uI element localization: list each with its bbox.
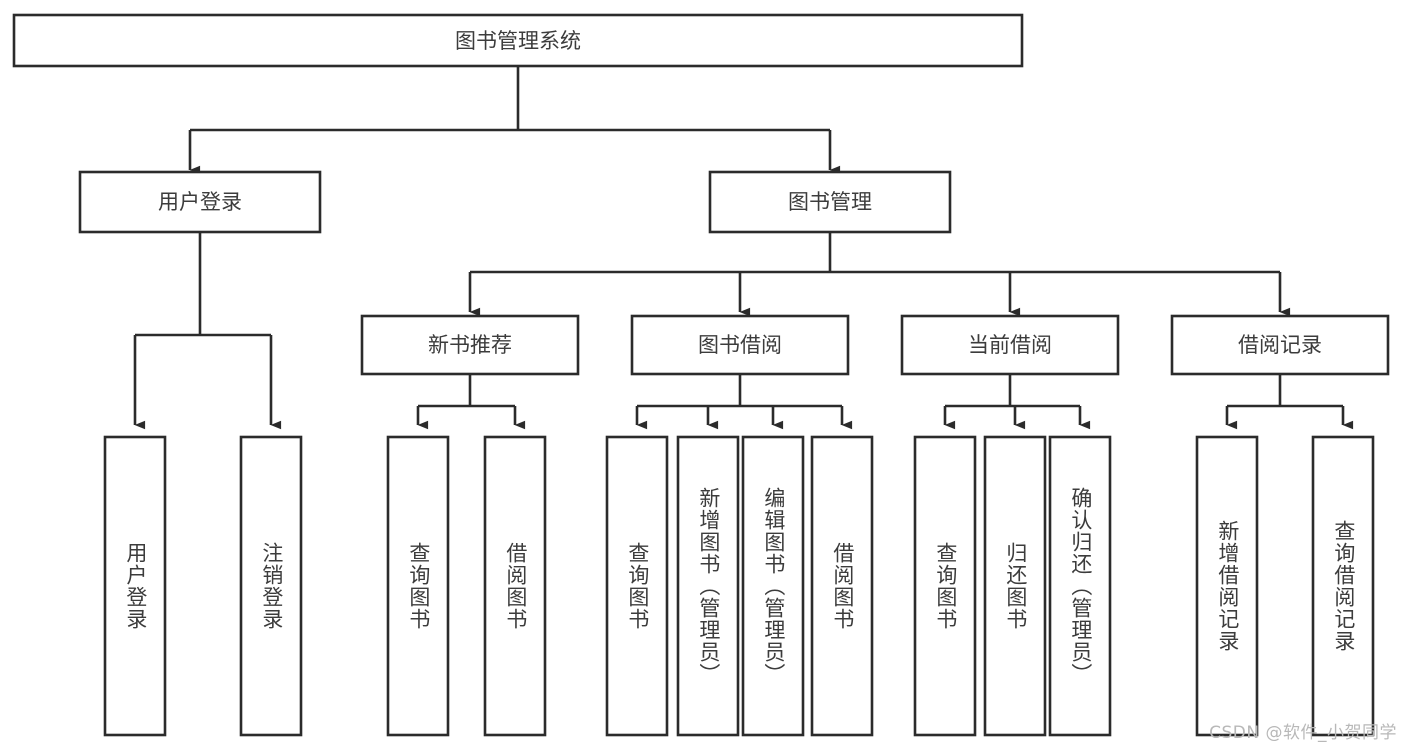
node-label-book-management: 图书管理 <box>788 190 872 214</box>
node-box-new-book-recommend[interactable] <box>360 314 580 376</box>
node-box-leaf-borrow-0[interactable] <box>605 435 669 737</box>
node-box-leaf-borrow-1[interactable] <box>676 435 740 737</box>
watermark-text: CSDN @软件_小贺同学 <box>1209 723 1397 743</box>
node-box-root[interactable] <box>12 13 1024 68</box>
node-box-book-management[interactable] <box>708 170 952 234</box>
node-box-leaf-current-1[interactable] <box>983 435 1047 737</box>
node-label-user-login: 用户登录 <box>158 190 242 214</box>
node-box-leaf-borrow-2[interactable] <box>741 435 805 737</box>
node-box-leaf-user-login-0[interactable] <box>103 435 167 737</box>
node-box-borrow-records[interactable] <box>1170 314 1390 376</box>
node-box-current-borrow[interactable] <box>900 314 1120 376</box>
node-box-leaf-new-book-0[interactable] <box>386 435 450 737</box>
node-box-leaf-records-1[interactable] <box>1311 435 1375 737</box>
node-box-leaf-borrow-3[interactable] <box>810 435 874 737</box>
node-box-user-login[interactable] <box>78 170 322 234</box>
node-label-book-borrow: 图书借阅 <box>698 333 782 357</box>
node-box-leaf-new-book-1[interactable] <box>483 435 547 737</box>
node-label-current-borrow: 当前借阅 <box>968 333 1052 357</box>
node-box-book-borrow[interactable] <box>630 314 850 376</box>
node-box-leaf-current-2[interactable] <box>1048 435 1112 737</box>
node-label-borrow-records: 借阅记录 <box>1238 333 1322 357</box>
node-label-new-book-recommend: 新书推荐 <box>428 333 512 357</box>
node-label-root: 图书管理系统 <box>455 29 581 53</box>
node-box-leaf-current-0[interactable] <box>913 435 977 737</box>
node-box-leaf-user-login-1[interactable] <box>239 435 303 737</box>
node-box-leaf-records-0[interactable] <box>1195 435 1259 737</box>
